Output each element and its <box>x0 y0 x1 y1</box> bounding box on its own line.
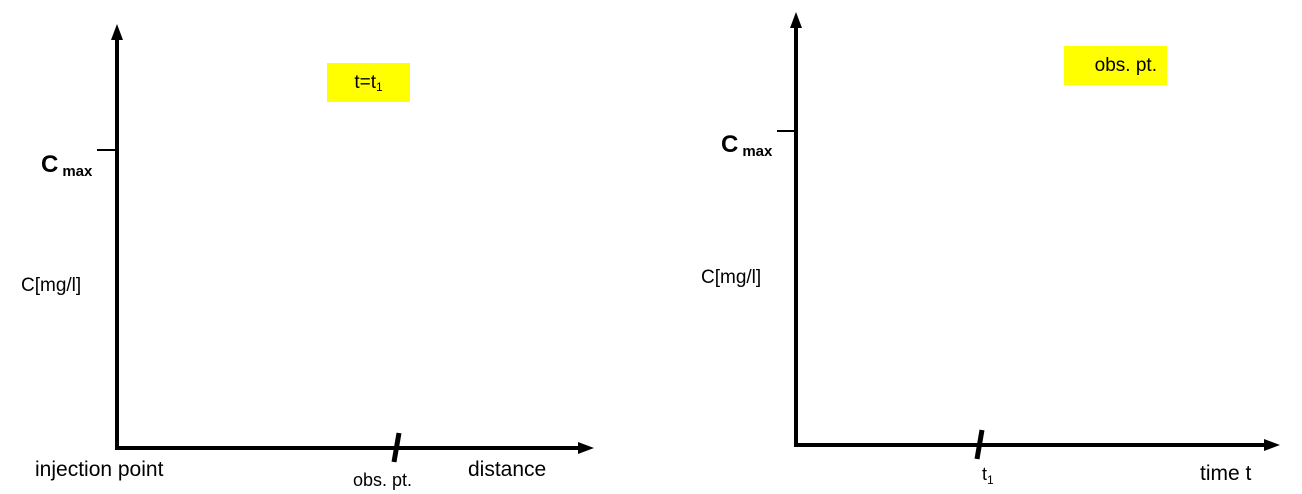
left-x-axis-label: distance <box>468 458 547 481</box>
left-time-highlight-text: t=t <box>354 72 376 93</box>
right-x-tick-main: t <box>982 464 988 484</box>
right-x-axis-label: time t <box>1200 462 1252 485</box>
left-x-origin-label: injection point <box>35 458 164 481</box>
left-time-highlight-subscript: 1 <box>375 79 383 94</box>
right-obs-highlight-box: obs. pt. <box>1064 46 1167 85</box>
left-x-arrowhead <box>578 442 594 454</box>
right-y-axis-label: C[mg/l] <box>701 267 762 288</box>
left-cmax-subscript: max <box>62 163 93 180</box>
left-y-axis-label: C[mg/l] <box>21 275 82 296</box>
right-obs-highlight-text: obs. pt. <box>1094 55 1157 76</box>
right-axes <box>777 12 1280 460</box>
right-x-tick-label: t1 <box>982 464 994 486</box>
left-obs-tick <box>391 432 402 463</box>
right-cmax-main: C <box>721 131 739 158</box>
right-y-arrowhead <box>790 12 802 28</box>
left-x-tick-label: obs. pt. <box>353 470 413 490</box>
right-t1-tick <box>974 429 985 460</box>
right-x-tick-subscript: 1 <box>987 473 994 487</box>
left-axes <box>97 24 594 463</box>
left-cmax-main: C <box>41 151 59 178</box>
right-x-arrowhead <box>1264 439 1280 451</box>
left-y-arrowhead <box>111 24 123 40</box>
right-cmax-subscript: max <box>742 143 773 160</box>
